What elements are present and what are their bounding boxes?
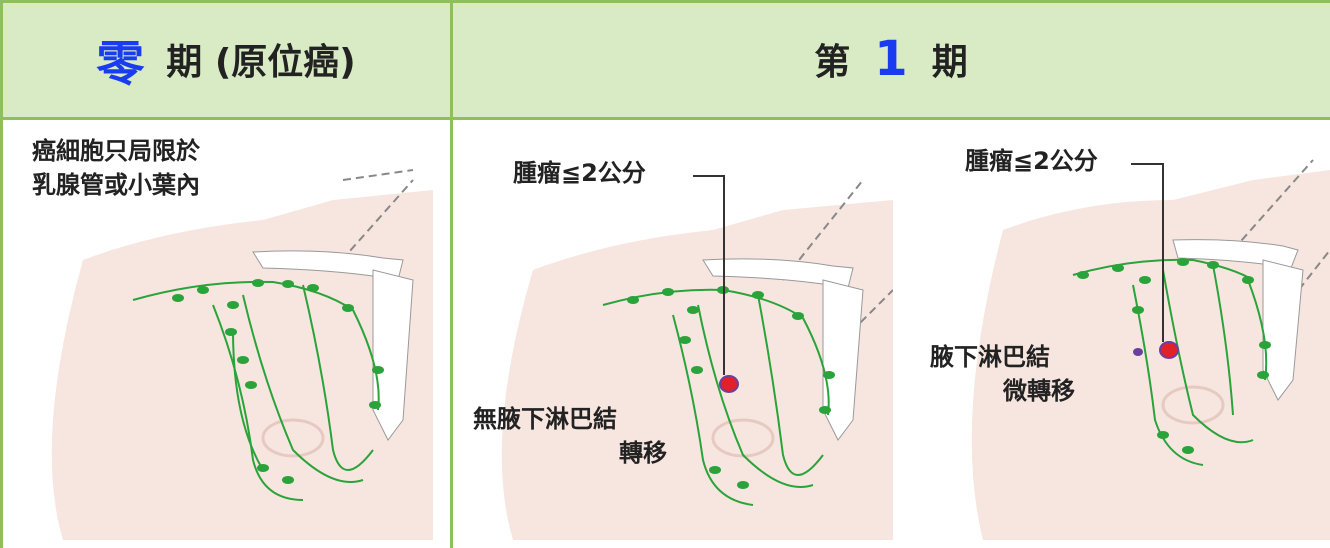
panel-stage1-no-node: 腫瘤≦2公分 無腋下淋巴結 轉移 [453,120,893,548]
top-border [0,0,1330,3]
breast-illustration-3 [971,159,1330,540]
stage0-title: 期 (原位癌) [166,42,356,83]
stage1-number: 1 [874,31,908,87]
stage1a-node-line1: 無腋下淋巴結 [473,405,617,433]
stage0-header: 零 期 (原位癌) [0,0,452,118]
header-divider [0,117,1330,120]
stage1-prefix: 第 [814,42,851,83]
stage1b-node-line2: 微轉移 [1003,377,1075,405]
stage0-description-line1: 癌細胞只局限於 [32,137,200,165]
panel-stage1-micro-node: 腫瘤≦2公分 腋下淋巴結 微轉移 [893,120,1330,548]
stage1b-tumor-label: 腫瘤≦2公分 [965,147,1098,175]
stage1-suffix: 期 [931,42,968,83]
stage0-number: 零 [96,36,145,92]
stage1-header: 第 1 期 [452,0,1330,118]
column-divider [450,0,453,548]
breast-illustration-2 [501,175,893,540]
stage0-description-line2: 乳腺管或小葉內 [32,171,200,199]
stage1a-node-line2: 轉移 [619,439,667,467]
stage1a-tumor-label: 腫瘤≦2公分 [513,159,646,187]
panel-stage0: 癌細胞只局限於 乳腺管或小葉內 [3,120,450,548]
breast-illustration-1 [51,169,433,540]
left-border [0,0,3,548]
stage1b-node-line1: 腋下淋巴結 [930,343,1050,371]
